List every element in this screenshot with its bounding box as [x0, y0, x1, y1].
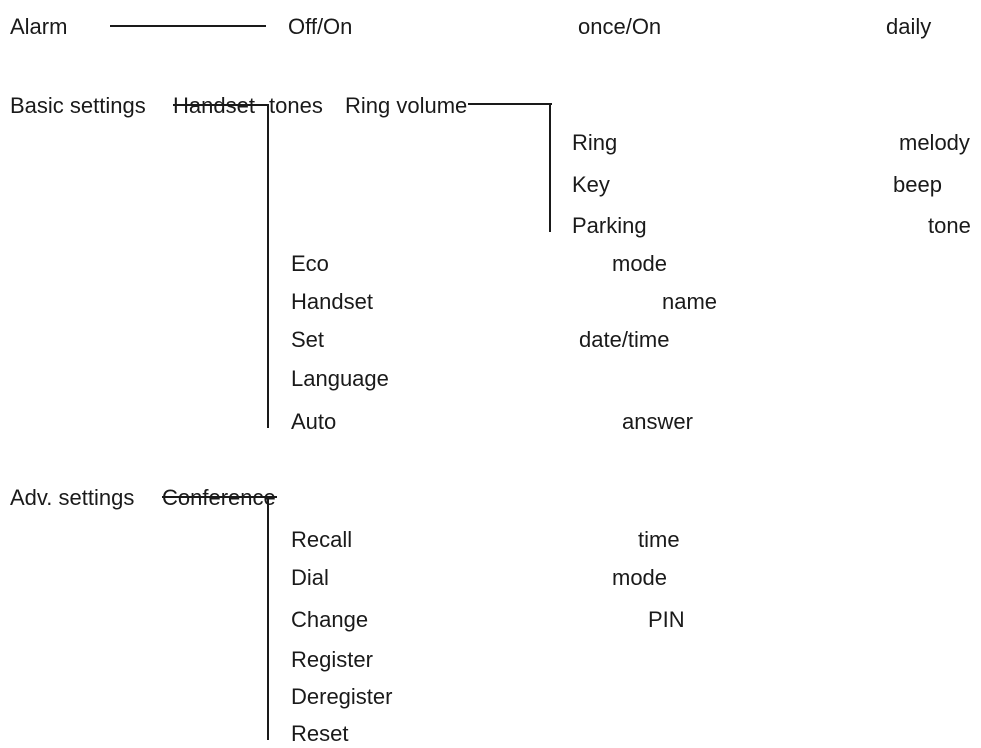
alarm-option-once-on: once/On — [578, 14, 661, 39]
alarm-label: Alarm — [10, 14, 67, 39]
tones-label: tones — [269, 93, 323, 118]
adv-item-5-word1: Deregister — [291, 684, 392, 709]
adv-item-3-word2: PIN — [648, 607, 685, 632]
basic-item-2-word2: name — [662, 289, 717, 314]
tones-item-3-word1: Parking — [572, 213, 647, 238]
tones-item-1-word2: melody — [899, 130, 970, 155]
adv-item-6-word1: Reset — [291, 721, 348, 746]
adv-item-3-word1: Change — [291, 607, 368, 632]
basic-item-3-word1: Set — [291, 327, 324, 352]
alarm-option-off-on: Off/On — [288, 14, 352, 39]
adv-item-2-word2: mode — [612, 565, 667, 590]
tones-item-3-word2: tone — [928, 213, 971, 238]
tones-item-2-word2: beep — [893, 172, 942, 197]
basic-item-1-word1: Eco — [291, 251, 329, 276]
adv-item-2-word1: Dial — [291, 565, 329, 590]
basic-item-1-word2: mode — [612, 251, 667, 276]
adv-item-1-word1: Recall — [291, 527, 352, 552]
basic-item-5-word1: Auto — [291, 409, 336, 434]
tones-item-2-word1: Key — [572, 172, 610, 197]
adv-settings-label: Adv. settings — [10, 485, 134, 510]
basic-item-4-word1: Language — [291, 366, 389, 391]
adv-item-4-word1: Register — [291, 647, 373, 672]
alarm-option-daily: daily — [886, 14, 931, 39]
adv-item-1-word2: time — [638, 527, 680, 552]
basic-item-2-word1: Handset — [291, 289, 373, 314]
tones-item-1-word1: Ring — [572, 130, 617, 155]
basic-item-3-word2: date/time — [579, 327, 670, 352]
basic-item-5-word2: answer — [622, 409, 693, 434]
ring-volume-label: Ring volume — [345, 93, 467, 118]
basic-settings-label: Basic settings — [10, 93, 146, 118]
